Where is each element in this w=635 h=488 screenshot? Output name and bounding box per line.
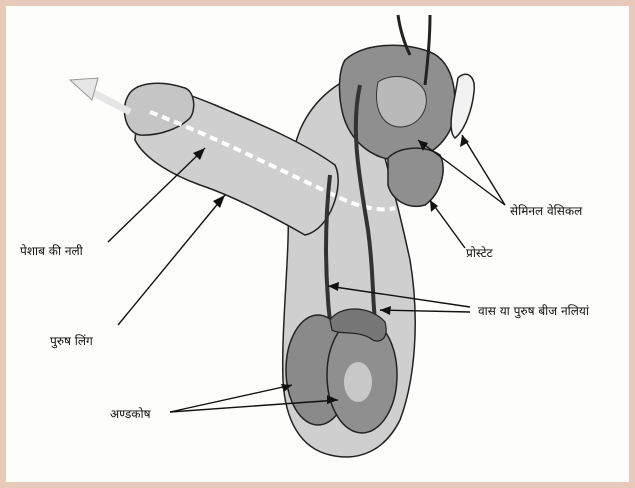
leader-penis xyxy=(118,195,225,325)
label-testes: अण्डकोष xyxy=(110,405,151,422)
arrowhead-penis xyxy=(213,195,225,208)
label-seminal-vesicle: सेमिनल वेसिकल xyxy=(510,202,582,219)
testis-highlight xyxy=(344,362,372,402)
label-penis: पुरुष लिंग xyxy=(50,332,93,349)
bladder-inner xyxy=(377,77,427,127)
leader-seminal-1 xyxy=(462,135,505,205)
seminal-vesicle-shape xyxy=(451,74,474,138)
prostate-shape xyxy=(388,148,443,206)
label-vas-deferens: वास या पुरुष बीज नलियां xyxy=(478,302,589,319)
label-prostate: प्रोस्टेट xyxy=(466,244,493,261)
label-urethra: पेशाब की नली xyxy=(20,242,83,259)
